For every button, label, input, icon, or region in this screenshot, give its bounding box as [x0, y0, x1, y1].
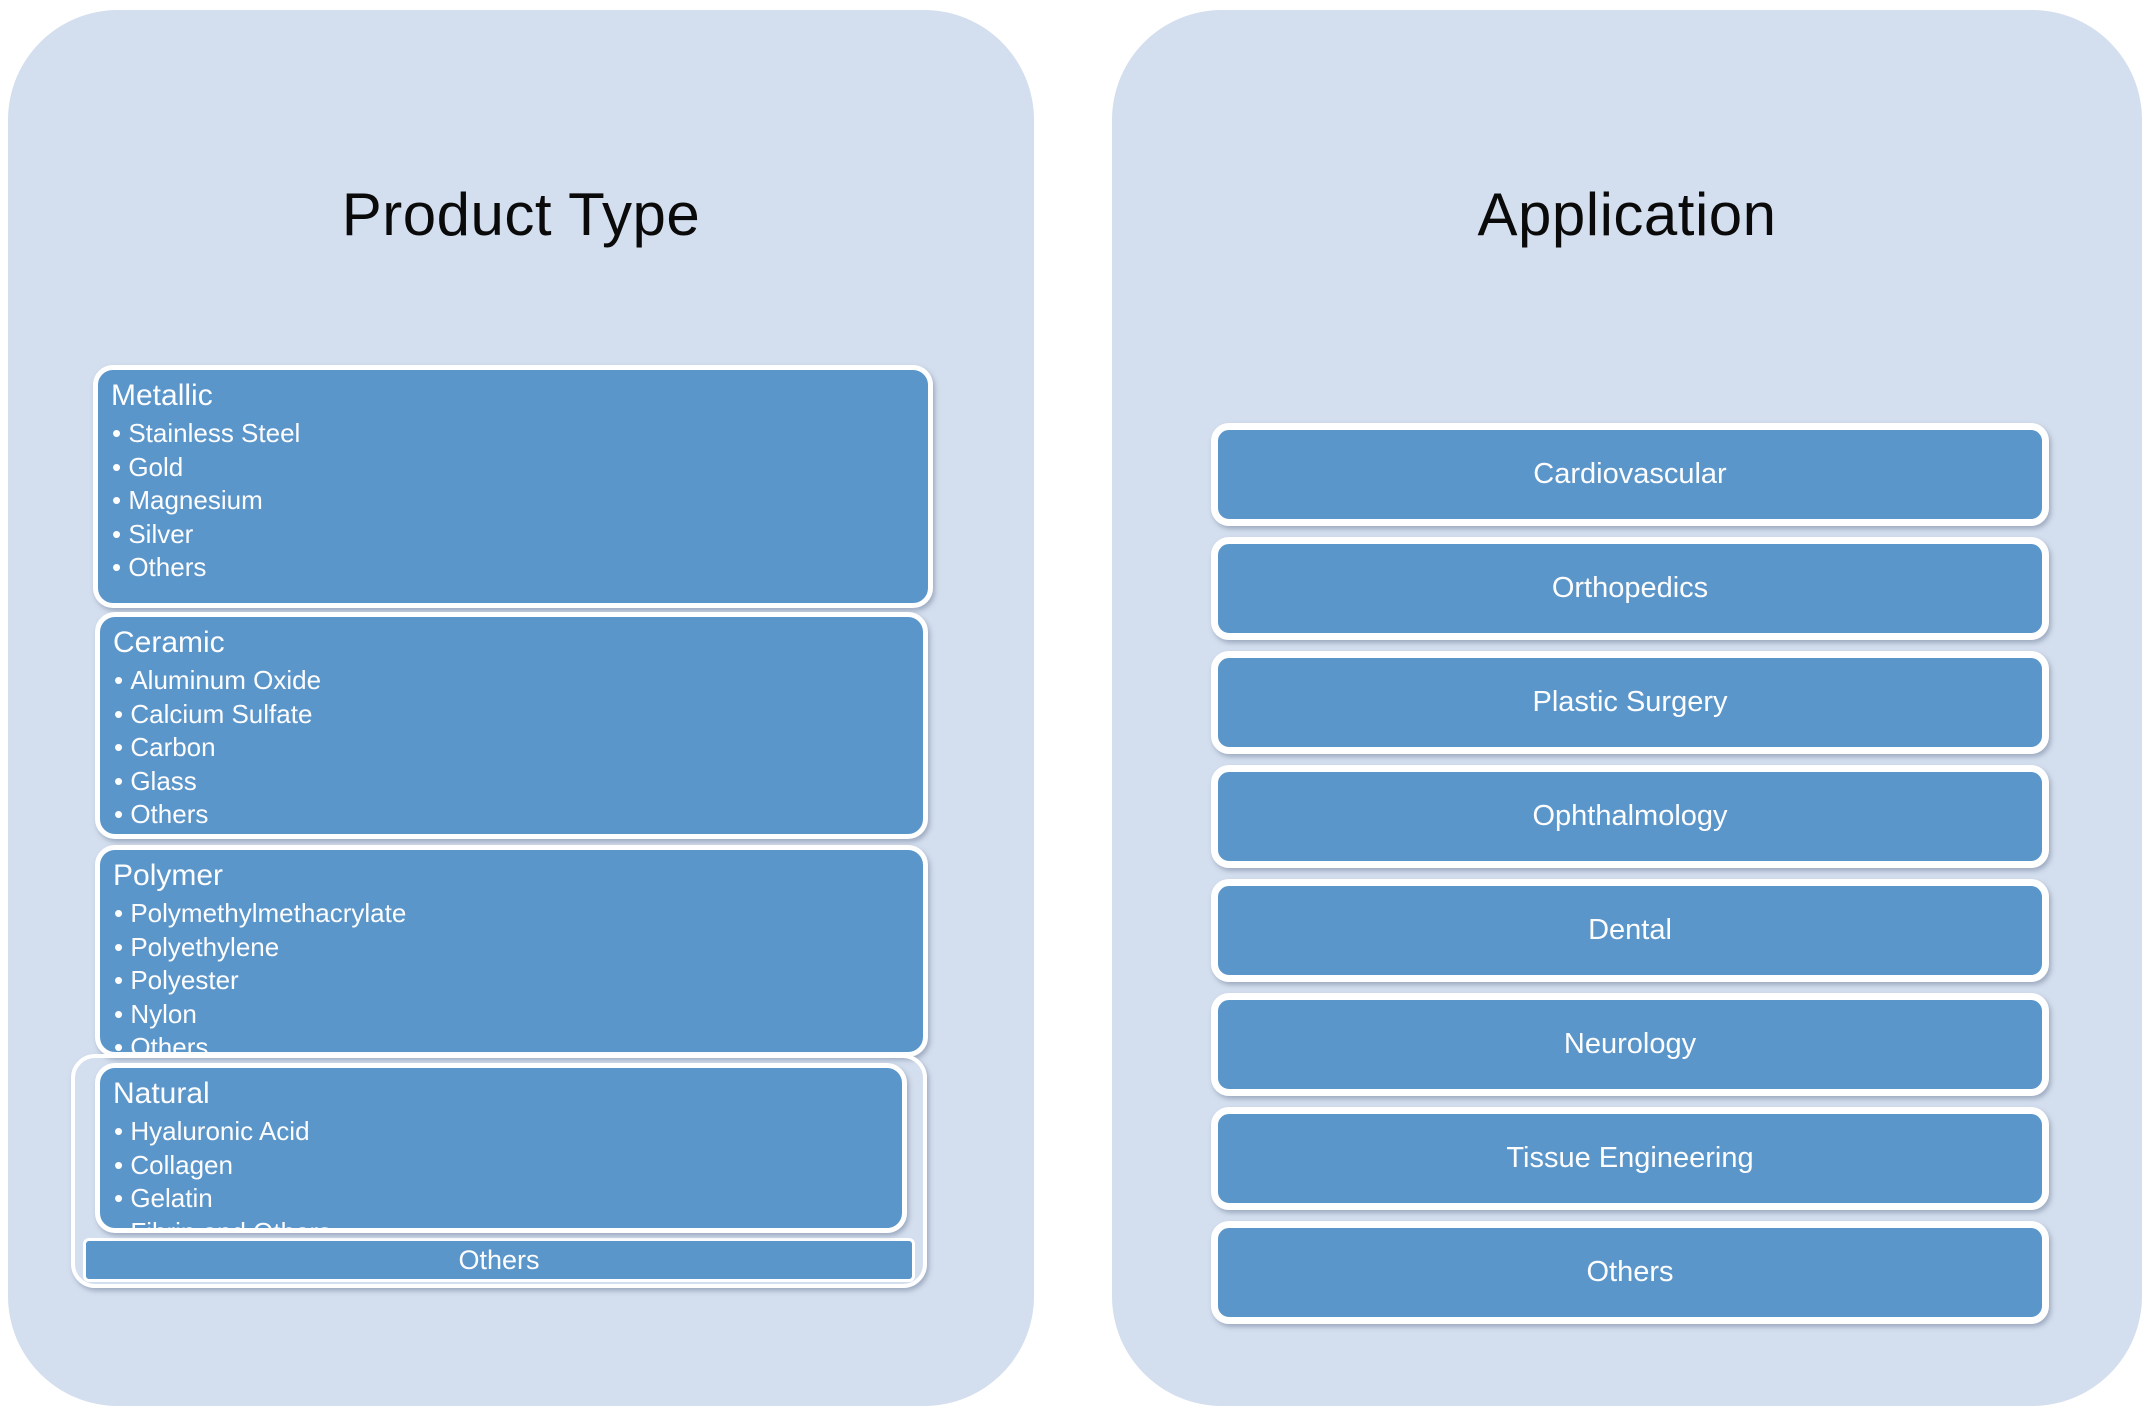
application-box-others: Others [1211, 1221, 2049, 1324]
others-bar: Others [83, 1238, 915, 1282]
bullet-item: Glass [114, 765, 923, 799]
natural-box: Natural Hyaluronic Acid Collagen Gelatin… [95, 1063, 907, 1233]
metallic-box: Metallic Stainless Steel Gold Magnesium … [93, 365, 933, 608]
bullet-item: Silver [112, 518, 928, 552]
product-type-panel: Product Type Metallic Stainless Steel Go… [8, 10, 1034, 1406]
bullet-item: Polyethylene [114, 931, 923, 965]
bullet-item: Calcium Sulfate [114, 698, 923, 732]
application-panel: Application Cardiovascular Orthopedics P… [1112, 10, 2142, 1406]
metallic-heading: Metallic [111, 379, 213, 412]
bullet-item: Collagen [114, 1149, 902, 1183]
ceramic-box: Ceramic Aluminum Oxide Calcium Sulfate C… [95, 612, 928, 839]
metallic-list: Stainless Steel Gold Magnesium Silver Ot… [98, 417, 928, 585]
application-box-neurology: Neurology [1211, 993, 2049, 1096]
product-type-title: Product Type [341, 181, 701, 248]
application-box-orthopedics: Orthopedics [1211, 537, 2049, 640]
bullet-item: Magnesium [112, 484, 928, 518]
ceramic-heading: Ceramic [113, 626, 225, 659]
bullet-item: Stainless Steel [112, 417, 928, 451]
bullet-item: Gelatin [114, 1182, 902, 1216]
application-title: Application [1477, 181, 1777, 248]
application-box-cardiovascular: Cardiovascular [1211, 423, 2049, 526]
polymer-heading: Polymer [113, 859, 224, 892]
bullet-item: Others [112, 551, 928, 585]
natural-others-group: Natural Hyaluronic Acid Collagen Gelatin… [71, 1054, 927, 1288]
bullet-item: Fibrin and Others [114, 1216, 902, 1229]
bullet-item: Aluminum Oxide [114, 664, 923, 698]
bullet-item: Polyester [114, 964, 923, 998]
polymer-list: Polymethylmethacrylate Polyethylene Poly… [100, 897, 923, 1052]
application-box-plastic-surgery: Plastic Surgery [1211, 651, 2049, 754]
application-box-tissue-engineering: Tissue Engineering [1211, 1107, 2049, 1210]
application-box-ophthalmology: Ophthalmology [1211, 765, 2049, 868]
bullet-item: Hyaluronic Acid [114, 1115, 902, 1149]
bullet-item: Carbon [114, 731, 923, 765]
bullet-item: Others [114, 1031, 923, 1052]
natural-list: Hyaluronic Acid Collagen Gelatin Fibrin … [100, 1115, 902, 1229]
application-box-dental: Dental [1211, 879, 2049, 982]
natural-heading: Natural [113, 1077, 210, 1110]
bullet-item: Nylon [114, 998, 923, 1032]
bullet-item: Polymethylmethacrylate [114, 897, 923, 931]
polymer-box: Polymer Polymethylmethacrylate Polyethyl… [95, 845, 928, 1057]
bullet-item: Gold [112, 451, 928, 485]
bullet-item: Others [114, 798, 923, 832]
ceramic-list: Aluminum Oxide Calcium Sulfate Carbon Gl… [100, 664, 923, 832]
